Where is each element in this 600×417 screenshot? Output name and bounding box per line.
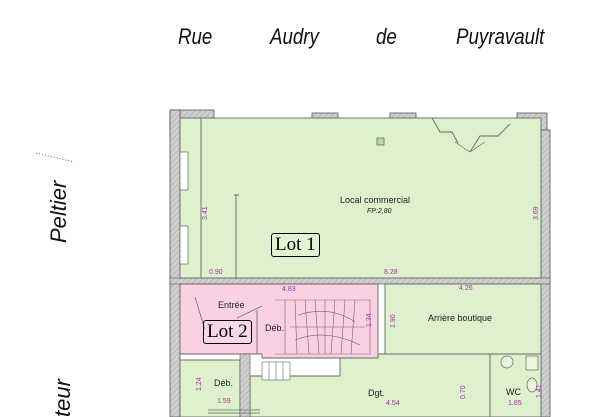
wc-fixtures — [500, 355, 539, 393]
dim-0-90: 0.90 — [209, 269, 223, 276]
label-entree: Entrée — [218, 300, 245, 310]
dim-4-54: 4.54 — [386, 400, 400, 407]
debarras-lower-area — [179, 359, 241, 417]
dim-3-41: 3.41 — [202, 206, 209, 220]
dim-0-70: 0.70 — [460, 385, 467, 399]
street-word-rue: Rue — [178, 24, 213, 49]
street-bottom-left: teur — [50, 379, 75, 417]
dim-1-85: 1.85 — [508, 400, 522, 407]
label-deb-lower: Déb. — [214, 378, 234, 388]
label-dgt: Dgt. — [368, 388, 385, 398]
property-line — [35, 152, 75, 163]
staircase — [275, 299, 371, 355]
lot2-label: Lot 2 — [203, 320, 252, 344]
dim-4-26: 4.26 — [459, 285, 473, 292]
dim-8-28: 8.28 — [384, 269, 398, 276]
street-peltier: Peltier — [46, 180, 71, 243]
dim-4-83: 4.83 — [282, 286, 296, 293]
dim-1-34: 1.34 — [366, 313, 373, 327]
dim-1-59: 1.59 — [217, 398, 231, 405]
column — [376, 137, 385, 146]
lot2-area — [179, 283, 379, 359]
label-wc: WC — [506, 387, 521, 397]
dim-1-24: 1.24 — [196, 377, 203, 391]
label-local-height: FP:2,80 — [367, 208, 392, 215]
street-word-puyravault: Puyravault — [456, 24, 545, 49]
street-word-de: de — [376, 24, 397, 49]
dim-3-69: 3.69 — [533, 206, 540, 220]
dim-1-41: 1.41 — [536, 384, 543, 398]
dim-1-90: 1.90 — [390, 314, 397, 328]
lot1-label: Lot 1 — [271, 233, 320, 257]
landing-steps — [261, 361, 291, 381]
degagement-area — [249, 353, 542, 417]
label-deb-upper: Déb. — [265, 323, 285, 333]
label-local-commercial: Local commercial — [340, 195, 411, 205]
label-arriere-boutique: Arrière boutique — [428, 313, 493, 323]
street-word-audry: Audry — [270, 24, 319, 49]
